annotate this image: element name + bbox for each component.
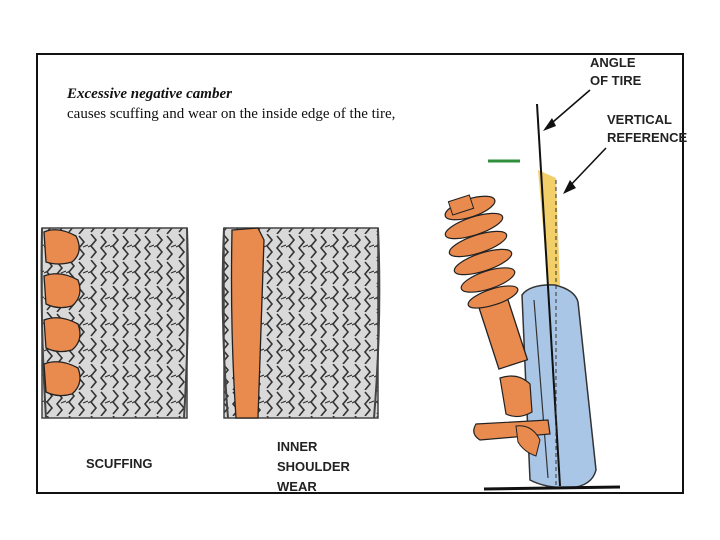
angle-of-tire-arrow bbox=[543, 89, 591, 131]
inner-shoulder-wear-label: INNER SHOULDER WEAR bbox=[277, 439, 350, 494]
vertical-reference-line-1: VERTICAL bbox=[607, 112, 672, 127]
angle-of-tire-label: ANGLE OF TIRE bbox=[590, 55, 641, 88]
caption-body: causes scuffing and wear on the inside e… bbox=[67, 106, 396, 122]
inner-shoulder-wear-line-1: INNER bbox=[277, 439, 318, 454]
ground-line bbox=[483, 485, 621, 491]
caption-heading: Excessive negative camber bbox=[67, 86, 232, 102]
inner-shoulder-wear-line-2: SHOULDER bbox=[277, 459, 350, 474]
vertical-reference-arrow bbox=[563, 147, 607, 194]
tire-angle-line bbox=[536, 103, 561, 487]
strut-spring-assembly bbox=[444, 194, 551, 457]
inner-shoulder-wear-tread-sample bbox=[221, 227, 381, 419]
vertical-reference-label: VERTICAL REFERENCE bbox=[607, 112, 687, 145]
scuffing-tread-sample bbox=[40, 227, 189, 419]
inner-shoulder-wear-line-3: WEAR bbox=[277, 479, 317, 494]
scuffing-label: SCUFFING bbox=[86, 456, 153, 471]
figure-frame bbox=[36, 53, 684, 494]
angle-of-tire-line-2: OF TIRE bbox=[590, 73, 642, 88]
vertical-reference-line-2: REFERENCE bbox=[607, 130, 688, 145]
angle-of-tire-line-1: ANGLE bbox=[590, 55, 636, 70]
caption: Excessive negative camber causes scuffin… bbox=[67, 84, 497, 124]
